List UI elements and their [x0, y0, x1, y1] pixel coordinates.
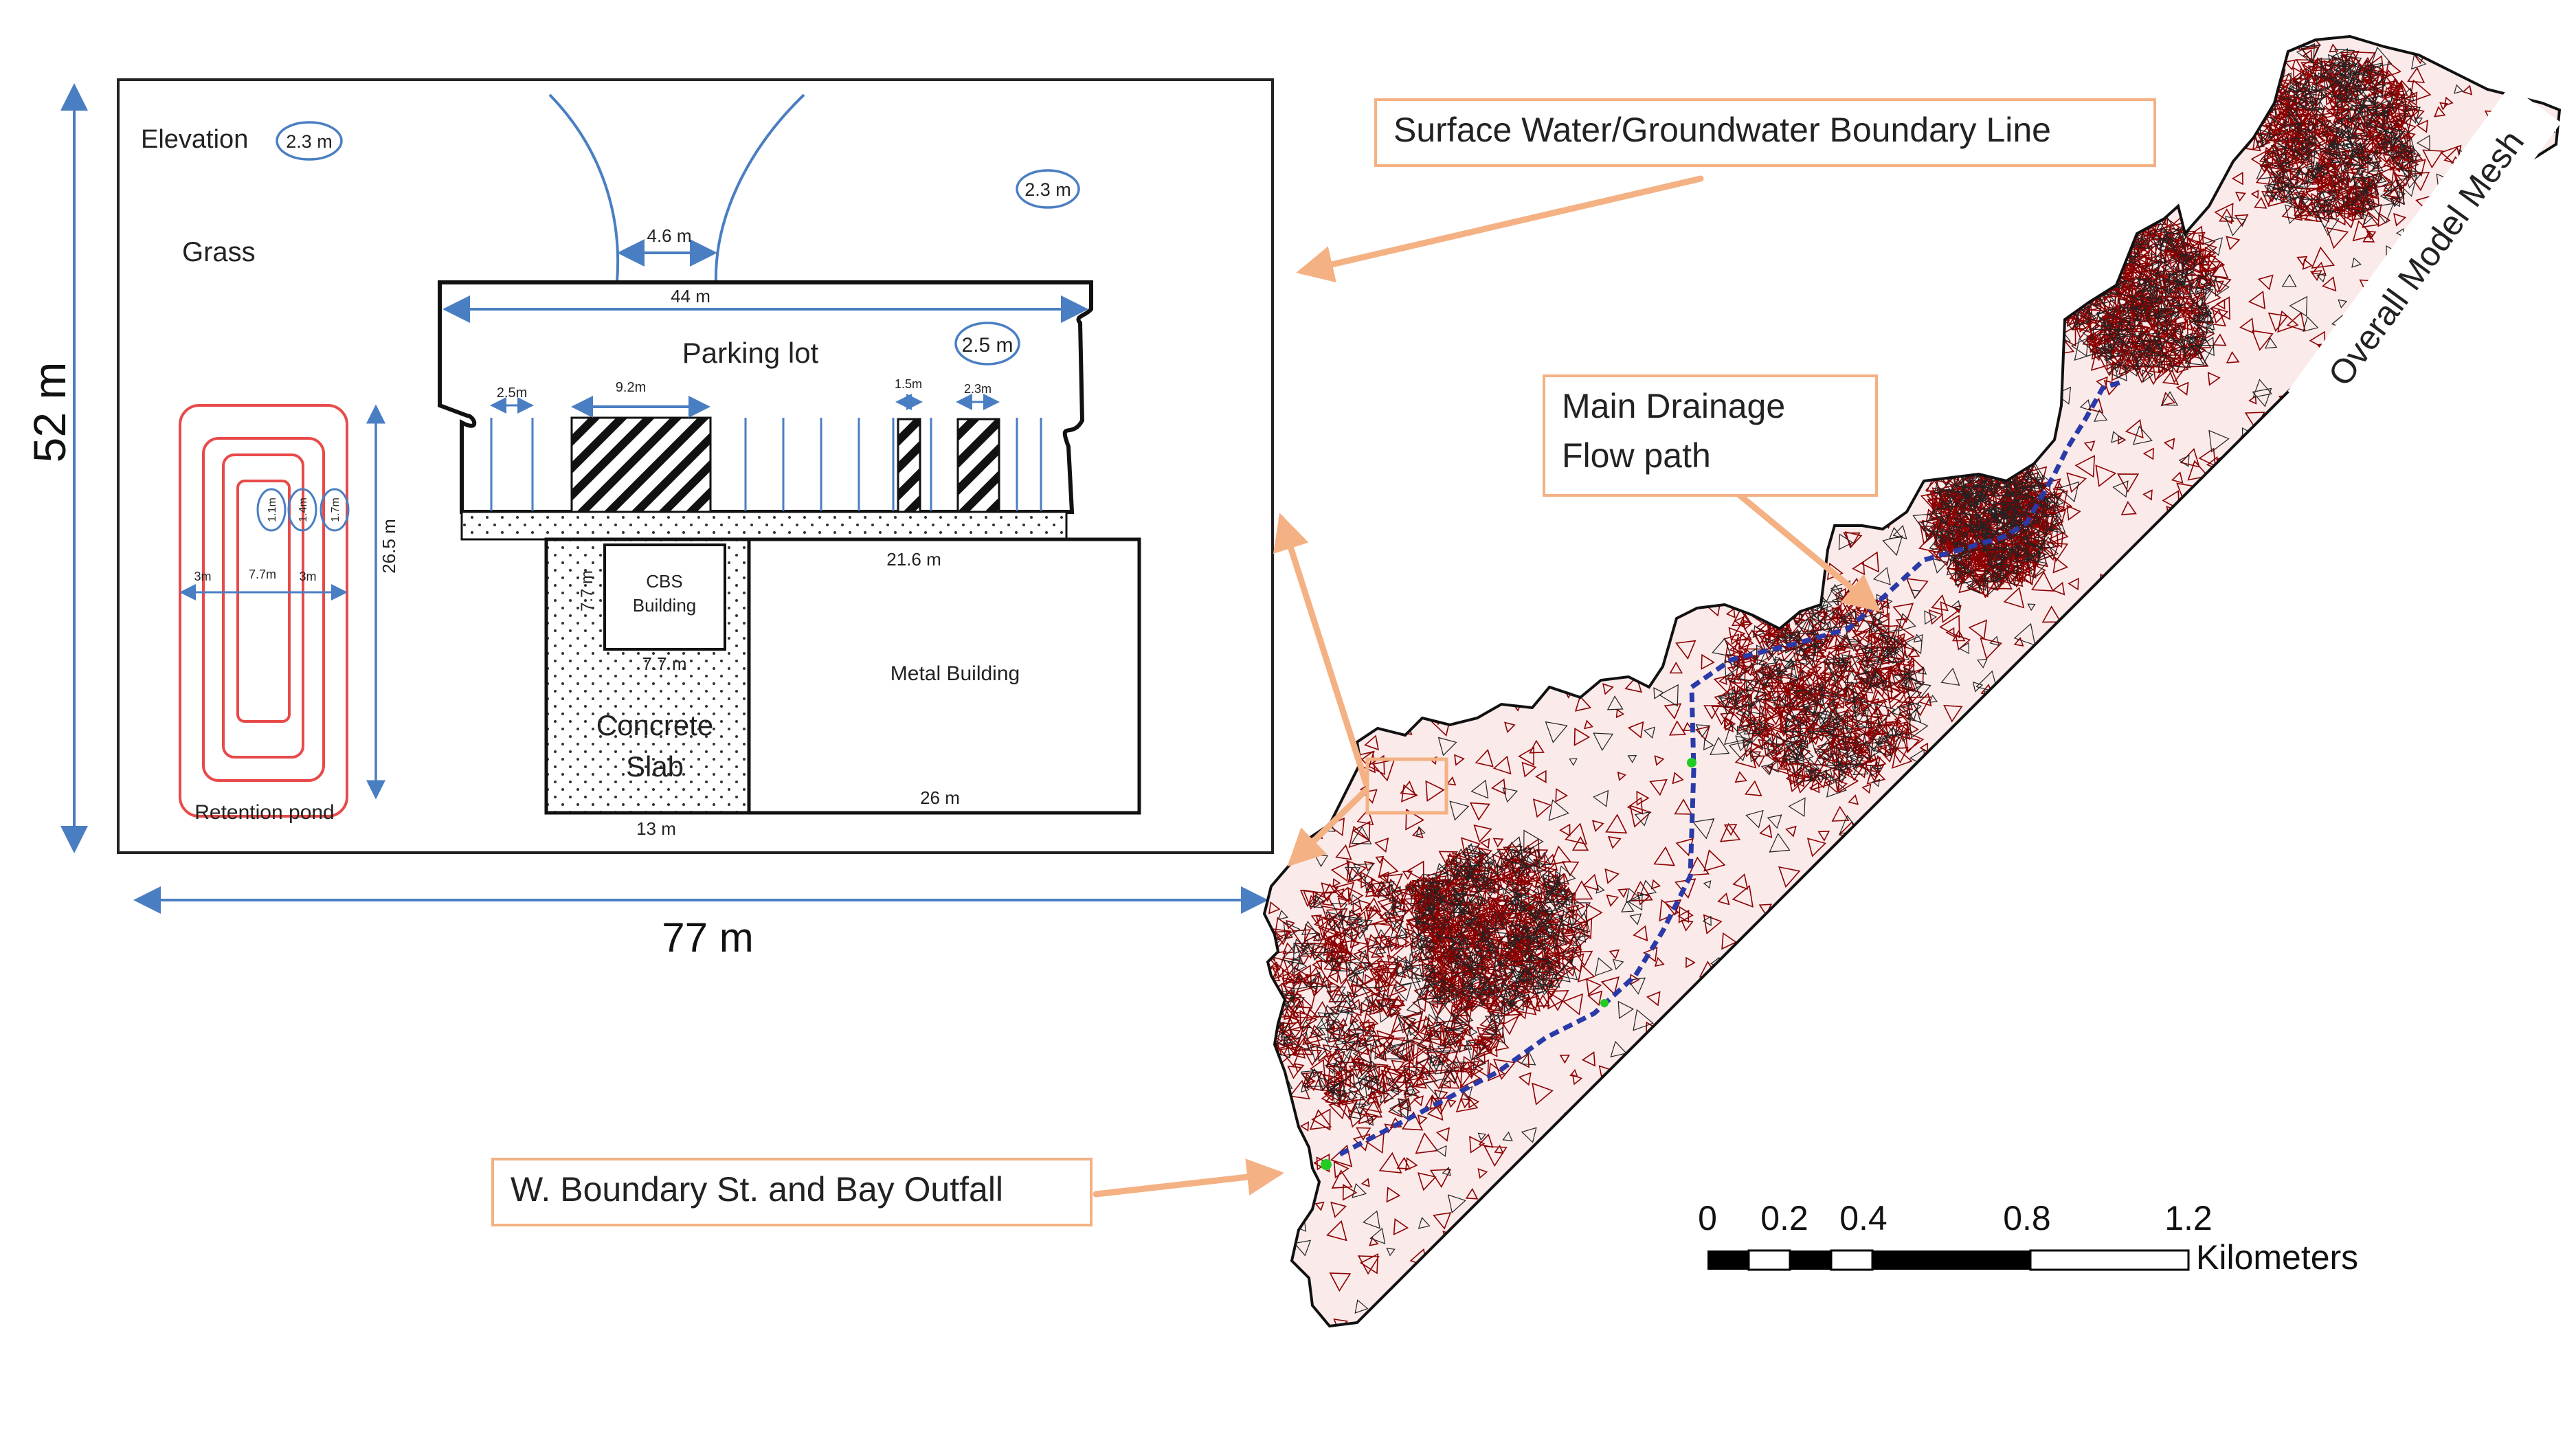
stall-dimension-1-5-label: 1.5m: [895, 377, 922, 391]
cbs-height-label: 7.7 m: [578, 570, 596, 612]
slab-label-2: Slab: [626, 750, 684, 783]
drainage-text-2: Flow path: [1562, 436, 1711, 475]
boundary-arrow: [1296, 175, 1704, 283]
retention-pond-label: Retention pond: [194, 801, 335, 824]
outfall-node: [1321, 1159, 1332, 1170]
slab-label-1: Concrete: [596, 709, 713, 741]
slab-bottom-label: 13 m: [636, 818, 676, 839]
pond-left-label: 3m: [194, 570, 211, 583]
scale-unit: Kilometers: [2196, 1238, 2358, 1277]
metal-building: [747, 537, 1141, 815]
hatched-block-large: [570, 416, 712, 513]
elevation-badge-1: [276, 121, 343, 161]
cbs-building-label-1: CBS: [646, 571, 682, 592]
metal-building-label: Metal Building: [891, 662, 1020, 685]
scale-tick-0-2: 0.2: [1760, 1199, 1808, 1237]
drainage-callout: Main Drainage Flow path: [1543, 374, 1878, 497]
elevation-value-1: 2.3 m: [286, 131, 333, 152]
cbs-width-label: 7.7 m: [642, 653, 686, 674]
stall-dimension-2-5-label: 2.5m: [497, 385, 527, 401]
scale-tick-0-8: 0.8: [2003, 1199, 2051, 1237]
outfall-callout: W. Boundary St. and Bay Outfall: [491, 1158, 1093, 1226]
elevation-badge-2: [1016, 169, 1080, 209]
pond-ring-label-2: 1.4m: [298, 497, 309, 522]
drainage-arrow: [1732, 488, 1881, 612]
path-node-2: [1600, 999, 1609, 1007]
site-plan: 52 m 77 m Elevation 2.3 m 2.3 m Grass 4.…: [24, 78, 1274, 961]
cbs-building-label-2: Building: [633, 595, 697, 616]
parking-width-label: 44 m: [671, 286, 710, 306]
stall-dimension-2-3-label: 2.3m: [964, 382, 992, 396]
metal-top-label: 21.6 m: [886, 549, 941, 570]
site-arrow-up: [1273, 513, 1369, 787]
metal-bottom-label: 26 m: [920, 787, 960, 808]
path-node-1: [1687, 758, 1696, 767]
parking-lot-label: Parking lot: [682, 337, 819, 369]
pond-right-label: 3m: [299, 570, 316, 583]
pond-ring-outer: [179, 404, 348, 818]
scale-tick-0-4: 0.4: [1839, 1199, 1888, 1237]
scale-bar: 0 0.2 0.4 0.8 1.2 Kilometers: [1698, 1199, 2358, 1277]
hatched-block-small-2: [956, 418, 1000, 513]
model-mesh: [1263, 35, 2561, 1327]
site-arrow-down: [1287, 787, 1369, 867]
outfall-text: W. Boundary St. and Bay Outfall: [511, 1170, 1004, 1209]
height-dimension-label: 52 m: [24, 362, 75, 463]
pond-ring-inner: [236, 480, 291, 723]
pond-ring-badge-2: [287, 488, 317, 532]
boundary-line-callout: Surface Water/Groundwater Boundary Line: [1374, 98, 2156, 167]
main-drainage-path: [1339, 379, 2125, 1157]
width-dimension-label: 77 m: [662, 915, 753, 961]
pond-ring-3: [222, 453, 304, 759]
parking-stall-lines: [490, 418, 1042, 512]
pond-ring-label-1: 1.1m: [267, 497, 278, 522]
callout-arrows: [1093, 175, 1881, 1198]
outfall-arrow: [1093, 1158, 1284, 1198]
scale-tick-1-2: 1.2: [2164, 1199, 2213, 1237]
pond-mid-label: 7.7m: [249, 568, 276, 581]
elevation-badge-3: [954, 322, 1020, 366]
drainage-text-1: Main Drainage: [1562, 387, 1786, 425]
pond-ring-badge-3: [320, 488, 350, 532]
entrance-dimension-label: 4.6 m: [647, 225, 691, 246]
grass-label: Grass: [182, 237, 256, 267]
pond-ring-badge-1: [256, 488, 287, 532]
pond-ring-label-3: 1.7m: [330, 497, 341, 522]
pond-height-label: 26.5 m: [379, 519, 399, 574]
cbs-building: [603, 543, 726, 651]
elevation-value-3: 2.5 m: [961, 334, 1013, 357]
hatched-block-small-1: [897, 418, 921, 513]
scale-tick-0: 0: [1698, 1199, 1717, 1237]
elevation-label: Elevation: [141, 125, 248, 154]
pond-ring-2: [202, 437, 325, 782]
boundary-line-text: Surface Water/Groundwater Boundary Line: [1393, 111, 2051, 149]
elevation-value-2: 2.3 m: [1024, 179, 1071, 200]
stall-dimension-9-2-label: 9.2m: [616, 380, 646, 395]
sidewalk-strip: [460, 511, 1068, 541]
